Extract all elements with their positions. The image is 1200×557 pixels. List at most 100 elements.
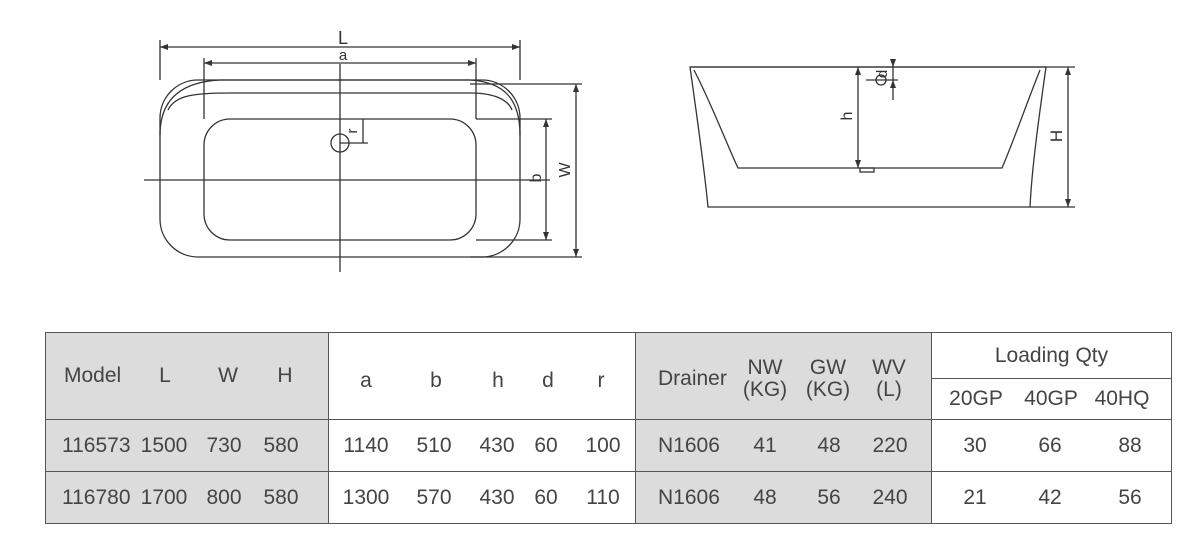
header-nw-line1: NW [747,356,783,379]
label-h: h [839,112,856,121]
arrow [1065,199,1071,207]
row-dims-cell: 1300 570 430 60 110 [328,471,636,524]
header-wv-line1: WV [872,356,906,379]
drain-bump [859,167,875,173]
arrow [573,249,579,257]
row-loading-cell: 21 42 56 [931,471,1172,524]
cell-nw: 41 [753,433,777,457]
spec-table: Model L W H a b h d r Drainer NW (KG) [45,332,1172,524]
arrow [1065,67,1071,75]
header-40hq: 40HQ [1094,387,1150,410]
header-nw-line2: (KG) [742,378,788,401]
arrow [573,84,579,92]
row-model-cell: 116573 1500 730 580 [45,419,329,472]
arrow [512,44,520,50]
cell-H: 580 [263,485,299,509]
cell-40gp: 66 [1038,433,1062,457]
header-gw: GW (KG) [800,357,856,401]
header-model: Model [64,364,122,387]
cell-40hq: 88 [1118,433,1142,457]
header-h: h [492,369,504,392]
label-d: d [874,70,891,78]
header-d: d [542,369,554,392]
cell-model: 116573 [62,433,131,457]
cell-gw: 48 [817,433,841,457]
cell-H: 580 [263,433,299,457]
cell-20gp: 21 [963,485,987,509]
cell-r: 110 [586,485,620,509]
cell-b: 570 [416,485,452,509]
cell-L: 1700 [140,485,188,509]
cell-wv: 220 [872,433,908,457]
label-r: r [344,129,361,134]
row-model-cell: 116780 1700 800 580 [45,471,329,524]
cell-nw: 48 [753,485,777,509]
tub-rim-inner-edge [167,92,513,111]
header-L: L [159,364,171,387]
arrow [855,67,861,75]
header-group-model: Model L W H [45,332,329,420]
cell-W: 730 [206,433,242,457]
header-group-drainer: Drainer NW (KG) GW (KG) WV (L) [635,332,932,420]
arrow [855,160,861,168]
table-row: 116573 1500 730 580 1140 510 430 60 100 … [45,419,1172,472]
overflow-circle [875,74,887,86]
arrow [160,44,168,50]
arrow [468,60,476,66]
cell-a: 1140 [343,433,389,457]
header-r: r [597,369,605,392]
table-row: 116780 1700 800 580 1300 570 430 60 110 … [45,471,1172,524]
cell-a: 1300 [342,485,390,509]
label-H: H [1047,130,1066,142]
arrow [543,232,549,240]
header-a: a [360,369,372,392]
cell-20gp: 30 [963,433,987,457]
cell-W: 800 [206,485,242,509]
arrow [204,60,212,66]
header-wv-line2: (L) [876,378,902,401]
bathtub-side-view: h d H [689,59,1075,208]
header-loading-sub: 20GP 40GP 40HQ [931,378,1172,420]
bathtub-top-view: L a W b r [144,28,582,272]
label-W: W [557,162,574,178]
row-dims-cell: 1140 510 430 60 100 [328,419,636,472]
header-20gp: 20GP [949,387,1003,410]
arrow [890,80,896,88]
header-group-dims: a b h d r [328,332,636,420]
header-nw: NW (KG) [730,357,800,401]
arrow [890,59,896,67]
header-drainer: Drainer [658,367,727,390]
row-loading-cell: 30 66 88 [931,419,1172,472]
cell-model: 116780 [62,485,131,509]
cell-d: 60 [534,485,558,509]
tub-rear-rim [159,79,521,136]
cell-drainer: N1606 [658,485,720,509]
cell-40hq: 56 [1118,485,1142,509]
header-b: b [430,369,442,392]
side-inner-profile [693,69,1041,169]
cell-r: 100 [585,433,621,457]
label-b: b [528,173,545,182]
cell-h: 430 [479,433,515,457]
cell-drainer: N1606 [658,433,720,457]
header-loading-qty: Loading Qty [931,332,1172,379]
header-wv: WV (L) [856,357,922,401]
cell-d: 60 [534,433,558,457]
header-H: H [277,364,293,387]
cell-40gp: 42 [1038,485,1062,509]
cell-b: 510 [416,433,452,457]
header-gw-line1: GW [809,356,847,379]
side-outer-profile [689,66,1047,208]
cell-wv: 240 [872,485,908,509]
header-gw-line2: (KG) [805,378,851,401]
cell-h: 430 [479,485,515,509]
row-drainer-cell: N1606 41 48 220 [635,419,932,472]
arrow [543,119,549,127]
label-a: a [339,47,348,64]
row-drainer-cell: N1606 48 56 240 [635,471,932,524]
label-L: L [338,28,348,48]
cell-gw: 56 [817,485,841,509]
cell-L: 1500 [140,433,188,457]
header-40gp: 40GP [1024,387,1078,410]
header-W: W [218,364,238,387]
